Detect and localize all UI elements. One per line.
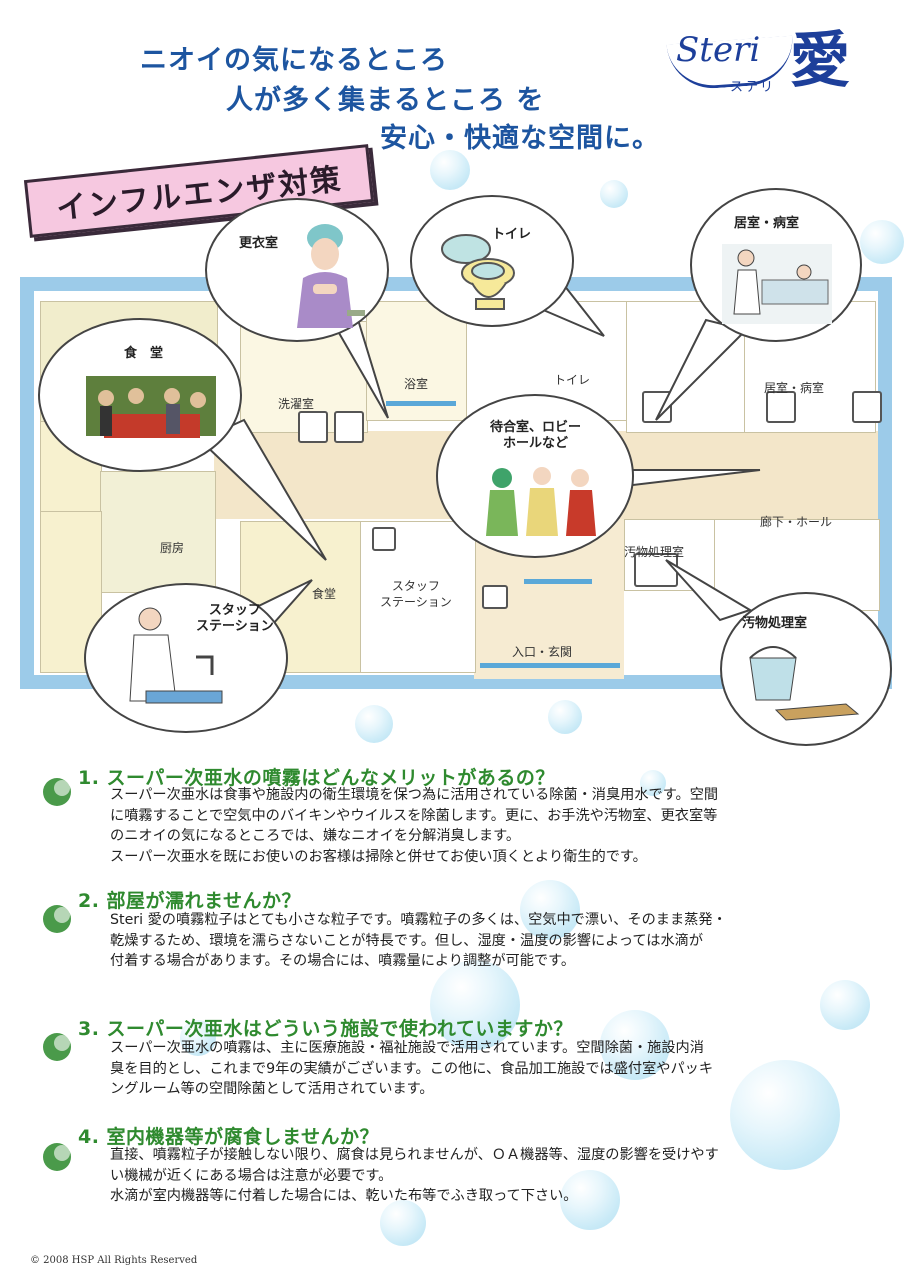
bubble-label-dining: 食 堂 — [124, 346, 164, 361]
question-2: 2. 部屋が濡れませんか？ — [78, 890, 301, 912]
water-droplet — [548, 700, 582, 734]
answer-3: スーパー次亜水の噴霧は、主に医療施設・福祉施設で活用されています。空間除菌・施設… — [110, 1038, 870, 1100]
water-droplet — [180, 1020, 216, 1056]
plan-label-toilet: トイレ — [554, 373, 591, 387]
plan-label-corridor: 廊下・ホール — [760, 515, 833, 529]
plan-label-living-room: 居室・病室 — [764, 381, 825, 395]
water-droplet — [560, 1170, 620, 1230]
question-1: 1. スーパー次亜水の噴霧はどんなメリットがあるの？ — [78, 767, 555, 789]
bubble-changing-room: 更衣室 — [205, 198, 389, 342]
copyright: © 2008 HSP All Rights Reserved — [30, 1255, 198, 1266]
fixture — [852, 391, 882, 423]
logo-kana: ステリ — [730, 80, 776, 95]
water-droplet — [355, 705, 393, 743]
handwashing-staff-illustration — [129, 607, 223, 704]
answer-line: スーパー次亜水の噴霧は、主に医療施設・福祉施設で活用されています。空間除菌・施設… — [110, 1040, 704, 1056]
window-bar — [386, 401, 456, 406]
plan-label-filth-room: 汚物処理室 — [624, 545, 685, 559]
answer-1: スーパー次亜水は食事や施設内の衛生環境を保つ為に活用されている除菌・消臭用水です… — [110, 785, 870, 867]
answer-line: に噴霧することで空気中のバイキンやウイルスを除菌します。更に、お手洗や汚物室、更… — [110, 807, 718, 824]
bubble-label-changing-room: 更衣室 — [239, 236, 279, 251]
plan-label-kitchen: 厨房 — [160, 541, 185, 555]
answer-line: 臭を目的とし、これまで9年の実績がございます。この他に、食品加工施設では盛付室や… — [110, 1060, 714, 1077]
water-droplet — [600, 180, 628, 208]
bubble-toilet: トイレ — [410, 195, 574, 327]
dining-illustration — [86, 376, 216, 438]
answer-line: スーパー次亜水は食事や施設内の衛生環境を保つ為に活用されている除菌・消臭用水です… — [110, 787, 719, 803]
answer-line: 乾燥するため、環境を濡らさないことが特長です。但し、湿度・温度の影響によっては水… — [110, 932, 704, 949]
logo-brand: Steri — [676, 30, 761, 70]
plan-label-laundry: 洗濯室 — [278, 397, 315, 411]
answer-line: Steri 愛の噴霧粒子はとても小さな粒子です。噴霧粒子の多くは、空気中で漂い、… — [110, 912, 727, 928]
question-3: 3. スーパー次亜水はどういう施設で使われていますか？ — [78, 1018, 573, 1040]
plan-label-bath: 浴室 — [404, 377, 429, 391]
headline-line-3: 安心・快適な空間に。 — [380, 123, 660, 154]
water-droplet — [640, 770, 666, 796]
window-bar — [524, 579, 592, 584]
green-dot-icon — [43, 1143, 71, 1171]
window-bar — [480, 663, 620, 668]
room-kitchen — [100, 471, 216, 593]
answer-4: 直接、噴霧粒子が接触しない限り、腐食は見られませんが、ＯＡ機器等、湿度の影響を受… — [110, 1145, 870, 1207]
green-dot-icon — [43, 905, 71, 933]
bubble-waiting-room: 待合室、ロビー ホールなど — [436, 394, 634, 558]
plan-label-entrance: 入口・玄関 — [512, 645, 573, 659]
answer-2: Steri 愛の噴霧粒子はとても小さな粒子です。噴霧粒子の多くは、空気中で漂い、… — [110, 910, 870, 972]
headline-line-1: ニオイの気になるところ — [140, 45, 448, 76]
water-droplet — [730, 1060, 840, 1170]
plan-label-dining: 食堂 — [312, 587, 337, 601]
green-dot-icon — [43, 778, 71, 806]
bubble-staff-station: スタッフ ステーション — [84, 583, 288, 733]
fixture — [334, 411, 364, 443]
water-droplet — [430, 150, 470, 190]
bubble-filth-room: 汚物処理室 — [720, 592, 892, 746]
bubble-label-filth-room: 汚物処理室 — [742, 616, 808, 631]
bubble-label-living-room: 居室・病室 — [734, 216, 800, 231]
green-dot-icon — [43, 1033, 71, 1061]
bubble-living-room: 居室・病室 — [690, 188, 862, 342]
bubble-label-staff-station: スタッフ ステーション — [196, 603, 274, 635]
bubble-label-toilet: トイレ — [492, 227, 532, 242]
bubble-dining: 食 堂 — [38, 318, 242, 472]
water-droplet — [860, 220, 904, 264]
water-droplet — [820, 980, 870, 1030]
answer-line: い機械が近くにある場合は注意が必要です。 — [110, 1167, 393, 1184]
fixture — [298, 411, 328, 443]
changing-person-illustration — [297, 224, 365, 328]
answer-line: のニオイの気になるところでは、嫌なニオイを分解消臭します。 — [110, 828, 521, 844]
answer-line: 付着する場合があります。その場合には、噴霧量により調整が可能です。 — [110, 953, 576, 969]
water-droplet — [380, 1200, 426, 1246]
bubble-label-waiting-room: 待合室、ロビー ホールなど — [490, 420, 582, 452]
logo-kanji: 愛 — [790, 26, 850, 96]
fixture — [766, 391, 796, 423]
fixture — [482, 585, 508, 609]
toilet-icon — [441, 234, 515, 310]
water-droplet — [520, 880, 580, 940]
water-droplet — [600, 1010, 670, 1080]
answer-line: スーパー次亜水を既にお使いのお客様は掃除と併せてお使い頂くとより衛生的です。 — [110, 848, 647, 865]
fixture — [372, 527, 396, 551]
answer-line: ングルーム等の空間除菌として活用されています。 — [110, 1081, 434, 1097]
answer-line: 水滴が室内機器等に付着した場合には、乾いた布等でふき取って下さい。 — [110, 1188, 578, 1204]
headline-line-2: 人が多く集まるところ を — [226, 85, 545, 116]
question-4: 4. 室内機器等が腐食しませんか？ — [78, 1126, 379, 1148]
patient-care-illustration — [722, 244, 832, 324]
answer-line: 直接、噴霧粒子が接触しない限り、腐食は見られませんが、ＯＡ機器等、湿度の影響を受… — [110, 1147, 719, 1163]
waiting-people-illustration — [486, 467, 596, 536]
bucket-gloves-illustration — [749, 646, 860, 721]
plan-label-staff-station: スタッフ ステーション — [380, 579, 452, 609]
water-droplet — [430, 960, 520, 1050]
